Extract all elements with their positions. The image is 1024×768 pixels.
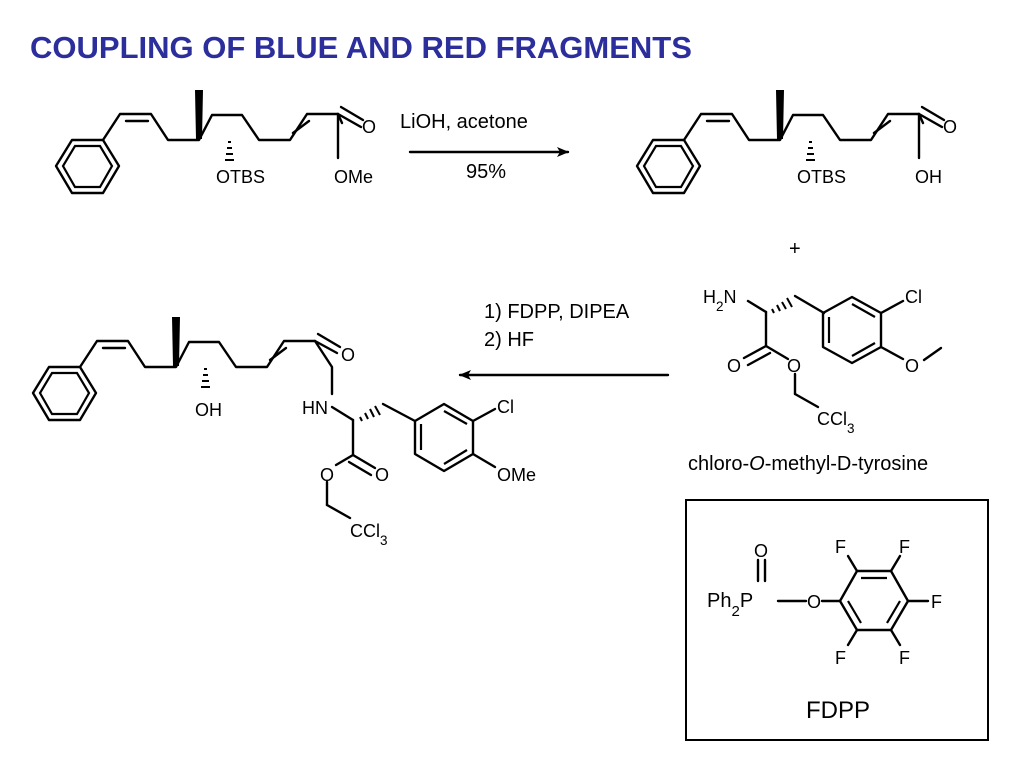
product-n-calpha-bond bbox=[330, 405, 355, 422]
fdpp-o-link-label: O bbox=[807, 592, 821, 612]
fdpp-c-f-top-right bbox=[889, 554, 902, 573]
product-aryl-inner-2 bbox=[443, 449, 468, 465]
product-cl-label: Cl bbox=[497, 397, 514, 417]
tyrosine-carbonyl-double-1 bbox=[742, 344, 768, 360]
fdpp-aryl-inner-2 bbox=[886, 600, 901, 624]
fdpp-f-top-right: F bbox=[899, 537, 910, 557]
ester-benzene-ring bbox=[54, 138, 121, 195]
product-carbonyl-o-label: O bbox=[375, 465, 389, 485]
fdpp-f-right: F bbox=[931, 592, 942, 612]
product-oh-label: OH bbox=[195, 400, 222, 420]
tyrosine-ccl3-label: CCl3 bbox=[817, 409, 855, 436]
fdpp-aryl-ring bbox=[838, 569, 910, 632]
product-amide-o-label: O bbox=[341, 345, 355, 365]
fdpp-c-f-bottom-right bbox=[889, 628, 902, 647]
fdpp-aryl-inner-3 bbox=[847, 600, 862, 624]
ester-ome-label: OMe bbox=[334, 167, 373, 187]
product-ch2-bond bbox=[381, 402, 417, 423]
acid-alkene-2-double bbox=[872, 119, 892, 135]
tyrosine-ch2-ccl3-bond bbox=[793, 392, 820, 409]
product-ccl3-label: CCl3 bbox=[350, 521, 388, 548]
plus-sign: + bbox=[789, 238, 801, 260]
reaction-2-step-2: 2) HF bbox=[484, 329, 534, 351]
tyrosine-c-o-ether-bond bbox=[879, 345, 905, 361]
fdpp-f-bottom-right: F bbox=[899, 648, 910, 668]
acid-carbonyl-double-1 bbox=[917, 112, 944, 129]
ester-carbonyl-double-2 bbox=[339, 105, 365, 122]
acid-benzene-ring bbox=[635, 138, 702, 195]
fdpp-p-o-label: O bbox=[754, 541, 768, 561]
tyrosine-caption: chloro-O-methyl-D-tyrosine bbox=[688, 453, 928, 475]
tyrosine-amine-label: H2N bbox=[703, 287, 737, 314]
fdpp-c-f-bottom-left bbox=[846, 628, 859, 647]
product-benzene-aromatic-inner bbox=[38, 371, 91, 416]
product-amide-co-double-2 bbox=[316, 332, 342, 349]
tyrosine-o-methyl-bond bbox=[922, 346, 943, 362]
tyrosine-c-cl-bond bbox=[879, 299, 905, 315]
tyrosine-aryl-ring bbox=[821, 295, 883, 365]
fdpp-c-f-top-left bbox=[846, 554, 859, 573]
product-ch2-ccl3-bond bbox=[325, 503, 352, 520]
fdpp-ph2p-label: Ph2P bbox=[707, 590, 753, 620]
tyrosine-structure: H2N Cl O O O CCl3 bbox=[703, 287, 943, 436]
ester-otbs-hash bbox=[225, 141, 234, 161]
product-oh-hash bbox=[201, 368, 210, 388]
acid-carbonyl-double-2 bbox=[920, 105, 946, 122]
product-c-oester-bond bbox=[334, 453, 355, 467]
reaction-1-reagent: LiOH, acetone bbox=[400, 111, 528, 133]
tyrosine-ether-o-label: O bbox=[905, 356, 919, 376]
product-aryl-inner-1 bbox=[443, 410, 468, 425]
product-ome-label: OMe bbox=[497, 465, 536, 485]
acid-methyl-wedge bbox=[776, 90, 784, 139]
product-methyl-wedge bbox=[172, 317, 180, 366]
ester-alkene-2-double bbox=[291, 119, 311, 135]
ester-otbs-label: OTBS bbox=[216, 167, 265, 187]
product-ester-co-double-1 bbox=[351, 453, 377, 470]
ester-benzene-aromatic-inner bbox=[61, 144, 114, 189]
tyrosine-carbonyl-double-2 bbox=[746, 351, 772, 367]
acid-oh-label: OH bbox=[915, 167, 942, 187]
reaction-2-step-1: 1) FDPP, DIPEA bbox=[484, 301, 630, 323]
fdpp-label: FDPP bbox=[806, 697, 870, 724]
tyrosine-calpha-hash bbox=[771, 297, 793, 314]
tyrosine-aryl-inner-2 bbox=[851, 342, 876, 357]
ester-carbonyl-o-label: O bbox=[362, 117, 376, 137]
fdpp-box bbox=[685, 499, 989, 741]
product-structure: OH O HN Cl OMe O O CCl3 bbox=[31, 317, 536, 548]
ester-structure: OTBS O OMe bbox=[54, 90, 376, 195]
ester-methyl-wedge bbox=[195, 90, 203, 139]
slide-title: COUPLING OF BLUE AND RED FRAGMENTS bbox=[30, 30, 692, 65]
tyrosine-c-oester-bond bbox=[764, 344, 790, 361]
tyrosine-aryl-inner-1 bbox=[851, 303, 876, 318]
tyrosine-ester-o-label: O bbox=[787, 356, 801, 376]
product-hn-label: HN bbox=[302, 398, 328, 418]
fdpp-f-top-left: F bbox=[835, 537, 846, 557]
acid-carbon-chain bbox=[682, 112, 925, 142]
acid-benzene-aromatic-inner bbox=[642, 144, 695, 189]
product-aryl-ring bbox=[413, 402, 475, 473]
product-ester-o-label: O bbox=[320, 465, 334, 485]
acid-structure: OTBS O OH bbox=[635, 90, 957, 195]
acid-carbonyl-o-label: O bbox=[943, 117, 957, 137]
product-benzene-ring bbox=[31, 365, 98, 422]
product-alkene-2-double bbox=[268, 346, 288, 362]
tyrosine-n-calpha-bond bbox=[746, 299, 768, 314]
tyrosine-ch2-bond bbox=[793, 294, 826, 315]
fdpp-structure: O Ph2P O F F F F F FDPP bbox=[707, 537, 942, 724]
acid-otbs-label: OTBS bbox=[797, 167, 846, 187]
product-c-cl-bond bbox=[471, 407, 497, 423]
ester-carbon-chain bbox=[101, 112, 344, 142]
acid-otbs-hash bbox=[806, 141, 815, 161]
ester-carbonyl-double-1 bbox=[336, 112, 363, 129]
product-c-ome-bond bbox=[471, 452, 497, 469]
product-calpha-hash bbox=[359, 405, 381, 422]
tyrosine-carbonyl-o-label: O bbox=[727, 356, 741, 376]
product-amide-co-double-1 bbox=[313, 339, 339, 355]
reaction-1-yield: 95% bbox=[466, 161, 506, 183]
product-ester-co-double-2 bbox=[347, 460, 373, 477]
tyrosine-cl-label: Cl bbox=[905, 287, 922, 307]
fdpp-f-bottom-left: F bbox=[835, 648, 846, 668]
